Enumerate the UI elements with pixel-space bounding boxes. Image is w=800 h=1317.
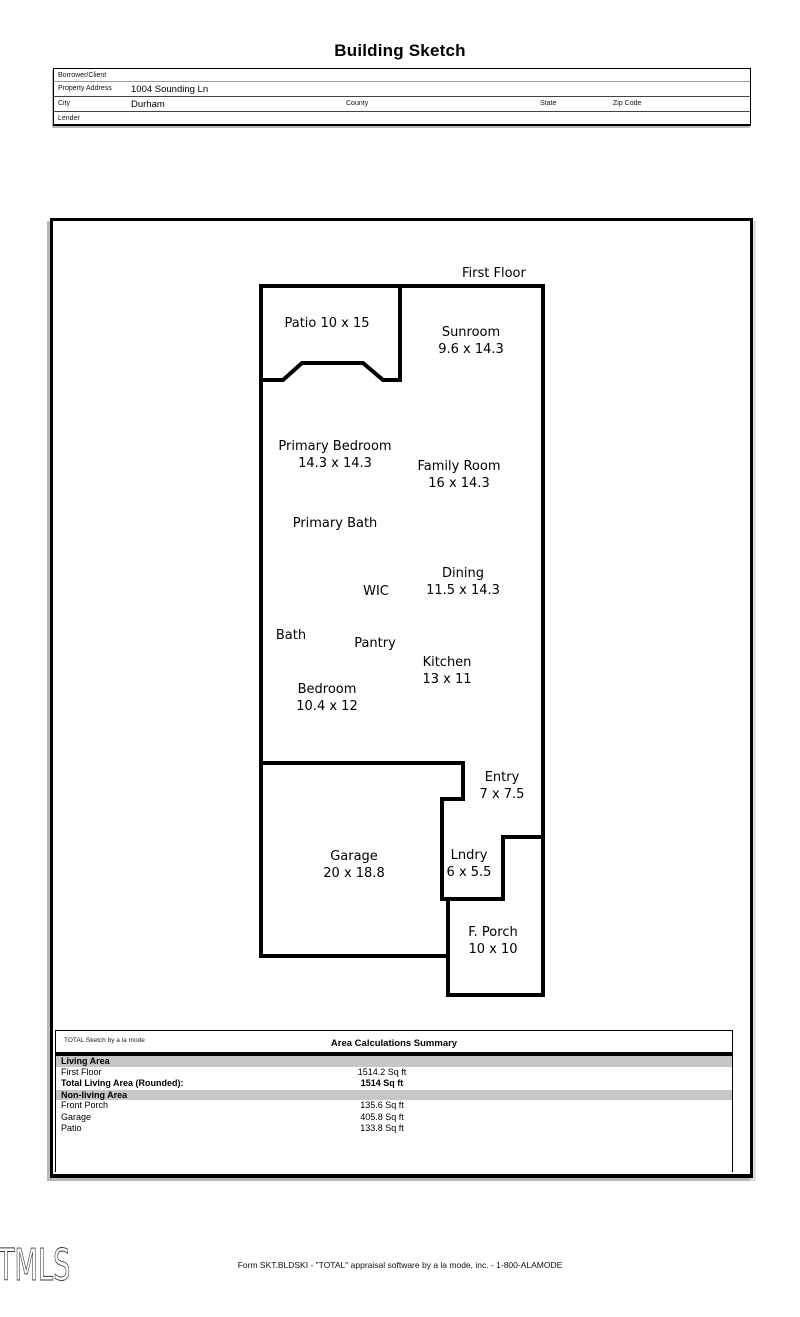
form-row-divider	[54, 81, 750, 82]
room-dims: 11.5 x 14.3	[426, 582, 500, 598]
room-name: F. Porch	[468, 925, 518, 940]
floor-name-label: First Floor	[462, 266, 526, 281]
page-title: Building Sketch	[334, 41, 466, 60]
summary-rows: Living Area First Floor 1514.2 Sq ft Tot…	[56, 1056, 732, 1135]
summary-title: Area Calculations Summary	[330, 1038, 458, 1049]
room-name: Bedroom	[297, 682, 357, 697]
room-name: Family Room	[417, 459, 501, 474]
tmls-logo: TMLS	[0, 1239, 71, 1291]
room-label-sunroom: Sunroom 9.6 x 14.3	[381, 325, 561, 358]
property-address-label: Property Address	[58, 85, 112, 92]
room-dims: 20 x 18.8	[323, 865, 385, 881]
area-calculations-summary: TOTAL Sketch by a la mode Area Calculati…	[55, 1030, 733, 1172]
room-name: Pantry	[354, 636, 396, 651]
zip-code-label: Zip Code	[613, 100, 642, 107]
summary-row-total-living: Total Living Area (Rounded): 1514 Sq ft	[61, 1078, 404, 1088]
room-name: Garage	[330, 849, 378, 864]
room-label-laundry: Lndry 6 x 5.5	[379, 848, 559, 881]
city-label: City	[58, 100, 71, 107]
room-dims: 6 x 5.5	[446, 864, 492, 880]
room-label-entry: Entry 7 x 7.5	[412, 770, 592, 803]
summary-row-front-porch: Front Porch 135.6 Sq ft	[61, 1100, 404, 1110]
room-dims: 9.6 x 14.3	[438, 341, 504, 357]
county-label: County	[346, 100, 369, 107]
room-label-patio: Patio 10 x 15	[237, 316, 417, 333]
tmls-logo-text: TMLS	[0, 1239, 70, 1291]
room-label-front-porch: F. Porch 10 x 10	[403, 925, 583, 958]
room-dims: 7 x 7.5	[479, 786, 525, 802]
room-name: Primary Bedroom	[278, 439, 392, 454]
room-dims: 10 x 10	[468, 941, 518, 957]
room-label-bedroom: Bedroom 10.4 x 12	[237, 682, 417, 715]
property-id-form: Borrower/Client Property Address 1004 So…	[53, 68, 751, 126]
room-name: Sunroom	[441, 325, 501, 340]
summary-row-patio: Patio 133.8 Sq ft	[61, 1123, 404, 1133]
room-name: Primary Bath	[292, 516, 378, 531]
lender-label: Lender	[58, 115, 80, 122]
summary-row-garage: Garage 405.8 Sq ft	[61, 1111, 404, 1122]
form-row-divider	[54, 96, 750, 97]
room-label-dining: Dining 11.5 x 14.3	[373, 566, 553, 599]
living-area-header: Living Area	[56, 1056, 732, 1067]
room-label-primary-bath: Primary Bath	[245, 516, 425, 533]
room-name: Dining	[442, 566, 484, 581]
room-name: Entry	[484, 770, 520, 785]
city-value: Durham	[131, 99, 165, 110]
room-dims: 16 x 14.3	[428, 475, 490, 491]
room-name: Lndry	[450, 848, 488, 863]
form-footer-text: Form SKT.BLDSKI - "TOTAL" appraisal soft…	[237, 1260, 563, 1270]
room-label-garage: Garage 20 x 18.8	[264, 849, 444, 882]
sketch-software-brand: TOTAL Sketch by a la mode	[64, 1037, 145, 1044]
nonliving-area-header: Non-living Area	[56, 1089, 732, 1100]
room-name: Patio 10 x 15	[284, 316, 370, 331]
room-dims: 10.4 x 12	[296, 698, 358, 714]
room-label-pantry: Pantry	[285, 636, 465, 653]
room-name: Kitchen	[422, 655, 472, 670]
room-label-primary-bedroom: Primary Bedroom 14.3 x 14.3	[245, 439, 425, 472]
room-label-bath: Bath	[201, 628, 381, 645]
state-label: State	[540, 100, 557, 107]
property-address-value: 1004 Sounding Ln	[131, 84, 209, 95]
room-label-family-room: Family Room 16 x 14.3	[369, 459, 549, 492]
room-name: WIC	[363, 584, 389, 599]
summary-divider	[56, 1052, 732, 1056]
room-dims: 14.3 x 14.3	[298, 455, 372, 471]
room-label-wic: WIC	[286, 584, 466, 601]
borrower-label: Borrower/Client	[58, 72, 107, 79]
summary-row-first-floor: First Floor 1514.2 Sq ft	[61, 1066, 407, 1077]
room-dims: 13 x 11	[422, 671, 472, 687]
room-name: Bath	[275, 628, 307, 643]
room-label-kitchen: Kitchen 13 x 11	[357, 655, 537, 688]
form-row-divider	[54, 110, 750, 112]
